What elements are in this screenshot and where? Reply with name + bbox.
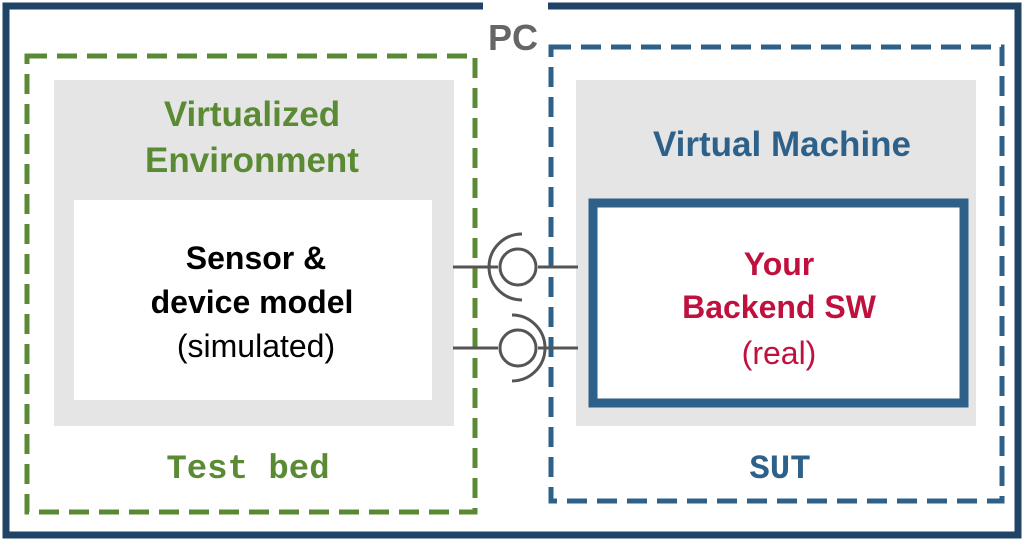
sensor-model-line1: Sensor & [186,240,326,276]
sut-footer-label: SUT [749,451,810,489]
interface-ball-bottom [498,328,538,368]
sensor-model-line3: (simulated) [177,328,335,364]
interface-connector-bottom [453,313,578,383]
interface-connector-top [453,232,578,302]
testbed-footer-label: Test bed [166,451,329,489]
interface-socket-top [487,232,523,302]
pc-label: PC [488,17,538,58]
backend-sw-line2: Backend SW [682,289,877,325]
testbed-frame [24,53,478,515]
backend-sw-line3: (real) [742,335,817,371]
sensor-device-model-box [74,200,432,400]
backend-sw-line1: Your [744,246,815,282]
virtualized-environment-title-line2: Environment [145,141,359,180]
virtual-machine-title: Virtual Machine [653,125,911,164]
interface-ball-top [498,247,538,287]
virtualized-environment-title-line1: Virtualized [164,95,340,134]
sut-frame [548,44,1005,504]
backend-sw-box [588,198,969,408]
sensor-model-line2: device model [151,284,354,320]
